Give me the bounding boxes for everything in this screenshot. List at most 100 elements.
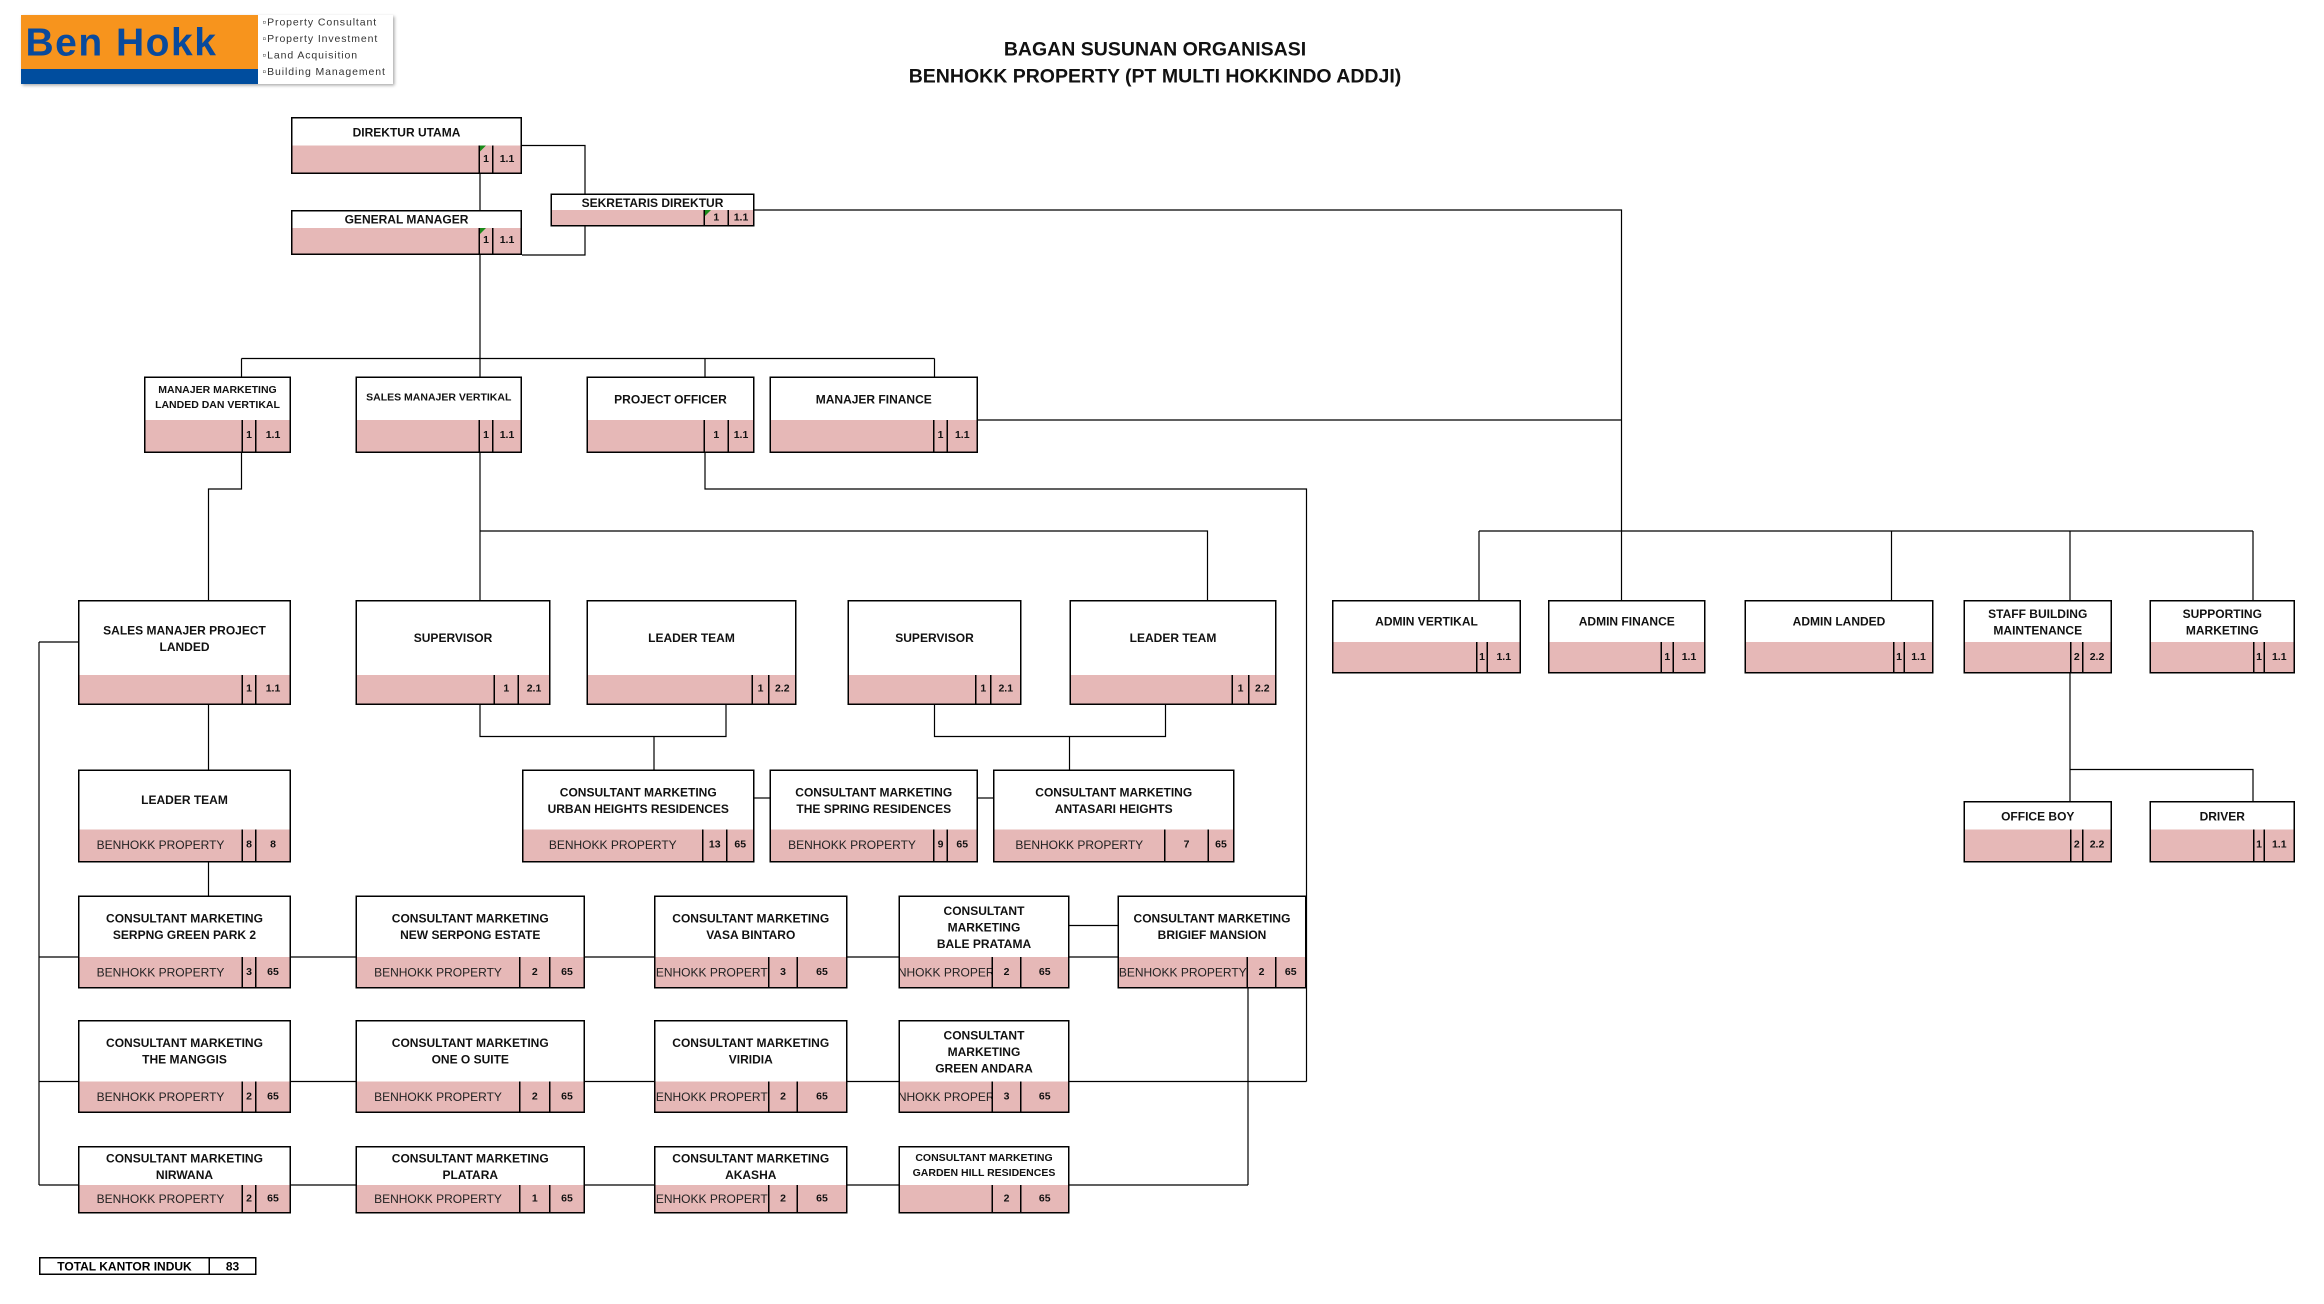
position-title: CONSULTANT MARKETING ANTASARI HEIGHTS (993, 769, 1235, 831)
connector-line (704, 453, 1308, 1082)
position-level: 65 (549, 957, 584, 987)
position-title: SUPERVISOR (847, 600, 1022, 677)
position-level: 65 (946, 829, 977, 861)
position-title: PROJECT OFFICER (586, 376, 755, 422)
position-level: 65 (1020, 1185, 1068, 1212)
position-count: 13 (702, 829, 726, 861)
page-title: BAGAN SUSUNAN ORGANISASI BENHOKK PROPERT… (780, 36, 1530, 90)
position-box: MANAJER MARKETING LANDED DAN VERTIKAL 1 … (144, 376, 291, 453)
position-title: ADMIN VERTIKAL (1332, 600, 1521, 644)
position-property (1965, 830, 2070, 862)
position-box: MANAJER FINANCE 1 1.1 (769, 376, 978, 453)
position-property (293, 146, 479, 173)
position-level: 1.1 (1486, 642, 1520, 672)
logo-service: ▫Land Acquisition (262, 51, 359, 62)
position-count: 7 (1164, 829, 1208, 861)
position-count: 3 (241, 957, 256, 987)
position-property: BENHOKK PROPERTY (900, 965, 992, 979)
position-level: 65 (796, 957, 847, 987)
position-count: 1 (2253, 642, 2264, 672)
position-box: SUPPORTING MARKETING 1 1.1 (2149, 600, 2295, 674)
position-title: CONSULTANT MARKETING BRIGIEF MANSION (1117, 895, 1307, 959)
position-level: 1.1 (492, 145, 521, 173)
position-count: 1 (975, 675, 990, 704)
position-box: CONSULTANT MARKETING BRIGIEF MANSION BEN… (1117, 895, 1307, 989)
position-level: 1.1 (492, 420, 521, 452)
position-property: BENHOKK PROPERTY (96, 965, 225, 979)
position-property (900, 1185, 992, 1212)
position-property (552, 210, 704, 225)
position-level: 1.1 (492, 228, 521, 254)
position-title: STAFF BUILDING MAINTENANCE (1963, 600, 2112, 644)
position-level: 65 (1020, 957, 1068, 987)
position-property: BENHOKK PROPERTY (788, 838, 916, 853)
position-level: 1.1 (255, 675, 290, 704)
position-box: OFFICE BOY 2 2.2 (1963, 801, 2112, 863)
position-level: 1.1 (727, 420, 754, 452)
position-count: 1 (241, 675, 256, 704)
position-box: ADMIN LANDED 1 1.1 (1744, 600, 1934, 674)
position-title: SALES MANAJER PROJECT LANDED (78, 600, 291, 677)
position-property (1746, 642, 1893, 672)
position-property (2151, 830, 2253, 862)
position-count: 2 (241, 1185, 256, 1212)
position-property (588, 420, 704, 452)
position-box: LEADER TEAM 1 2.2 (586, 600, 797, 705)
position-box: CONSULTANT MARKETING ONE O SUITE BENHOKK… (355, 1020, 585, 1113)
position-property: BENHOKK PROPERTY (96, 1089, 225, 1104)
position-count: 8 (241, 829, 256, 861)
comment-marker-icon (480, 145, 486, 152)
position-property (588, 675, 752, 704)
position-box: CONSULTANT MARKETING SERPNG GREEN PARK 2… (78, 895, 291, 989)
total-kantor-induk: TOTAL KANTOR INDUK 83 (39, 1257, 257, 1275)
position-property: BENHOKK PROPERTY (900, 1089, 992, 1104)
connector-line (754, 209, 1623, 531)
position-title: MANAJER FINANCE (769, 376, 978, 422)
position-property: BENHOKK PROPERTY (96, 838, 225, 853)
position-title: CONSULTANT MARKETING THE SPRING RESIDENC… (769, 769, 978, 831)
connector-line (522, 144, 586, 194)
position-level: 65 (1207, 829, 1234, 861)
position-title: MANAJER MARKETING LANDED DAN VERTIKAL (144, 376, 291, 422)
position-property (80, 675, 242, 704)
position-count: 1 (493, 675, 518, 704)
position-box: CONSULTANT MARKETING BALE PRATAMA BENHOK… (898, 895, 1070, 989)
position-count: 2 (2070, 642, 2082, 672)
position-property (1550, 642, 1661, 672)
position-box: CONSULTANT MARKETING VIRIDIA BENHOKK PRO… (654, 1020, 848, 1113)
position-title: DIREKTUR UTAMA (291, 117, 522, 147)
position-count: 2 (768, 1185, 797, 1212)
position-box: GENERAL MANAGER 1 1.1 (291, 210, 522, 255)
position-level: 65 (796, 1185, 847, 1212)
position-count: 1 (751, 675, 769, 704)
position-title: CONSULTANT MARKETING NIRWANA (78, 1146, 291, 1187)
position-title: CONSULTANT MARKETING ONE O SUITE (355, 1020, 585, 1083)
logo-service: ▫Building Management (262, 67, 386, 79)
position-box: CONSULTANT MARKETING AKASHA BENHOKK PROP… (654, 1146, 848, 1214)
position-count: 2 (519, 1081, 549, 1112)
position-property (146, 420, 242, 452)
position-level: 65 (549, 1081, 584, 1112)
position-title: LEADER TEAM (586, 600, 797, 677)
position-box: CONSULTANT MARKETING GARDEN HILL RESIDEN… (898, 1146, 1070, 1214)
company-logo: Ben Hokk ▫Property Consultant ▫Property … (21, 15, 393, 84)
position-level: 65 (255, 1185, 290, 1212)
position-title: LEADER TEAM (78, 769, 291, 831)
position-level: 65 (1020, 1081, 1068, 1112)
position-box: CONSULTANT MARKETING URBAN HEIGHTS RESID… (522, 769, 755, 863)
position-property (1965, 642, 2070, 672)
connector-line (2070, 768, 2254, 801)
connector-line (933, 705, 1167, 738)
position-level: 65 (549, 1185, 584, 1212)
position-title: SUPPORTING MARKETING (2149, 600, 2295, 644)
position-count: 2 (1246, 957, 1276, 987)
position-property: BENHOKK PROPERTY (374, 965, 502, 979)
logo-services: ▫Property Consultant ▫Property Investmen… (258, 15, 393, 84)
position-count: 2 (991, 957, 1021, 987)
position-count: 3 (991, 1081, 1021, 1112)
position-box: LEADER TEAM BENHOKK PROPERTY 8 8 (78, 769, 291, 863)
position-count: 1 (1476, 642, 1487, 672)
position-title: SEKRETARIS DIREKTUR (550, 193, 755, 212)
position-property (2151, 642, 2253, 672)
position-box: PROJECT OFFICER 1 1.1 (586, 376, 755, 453)
